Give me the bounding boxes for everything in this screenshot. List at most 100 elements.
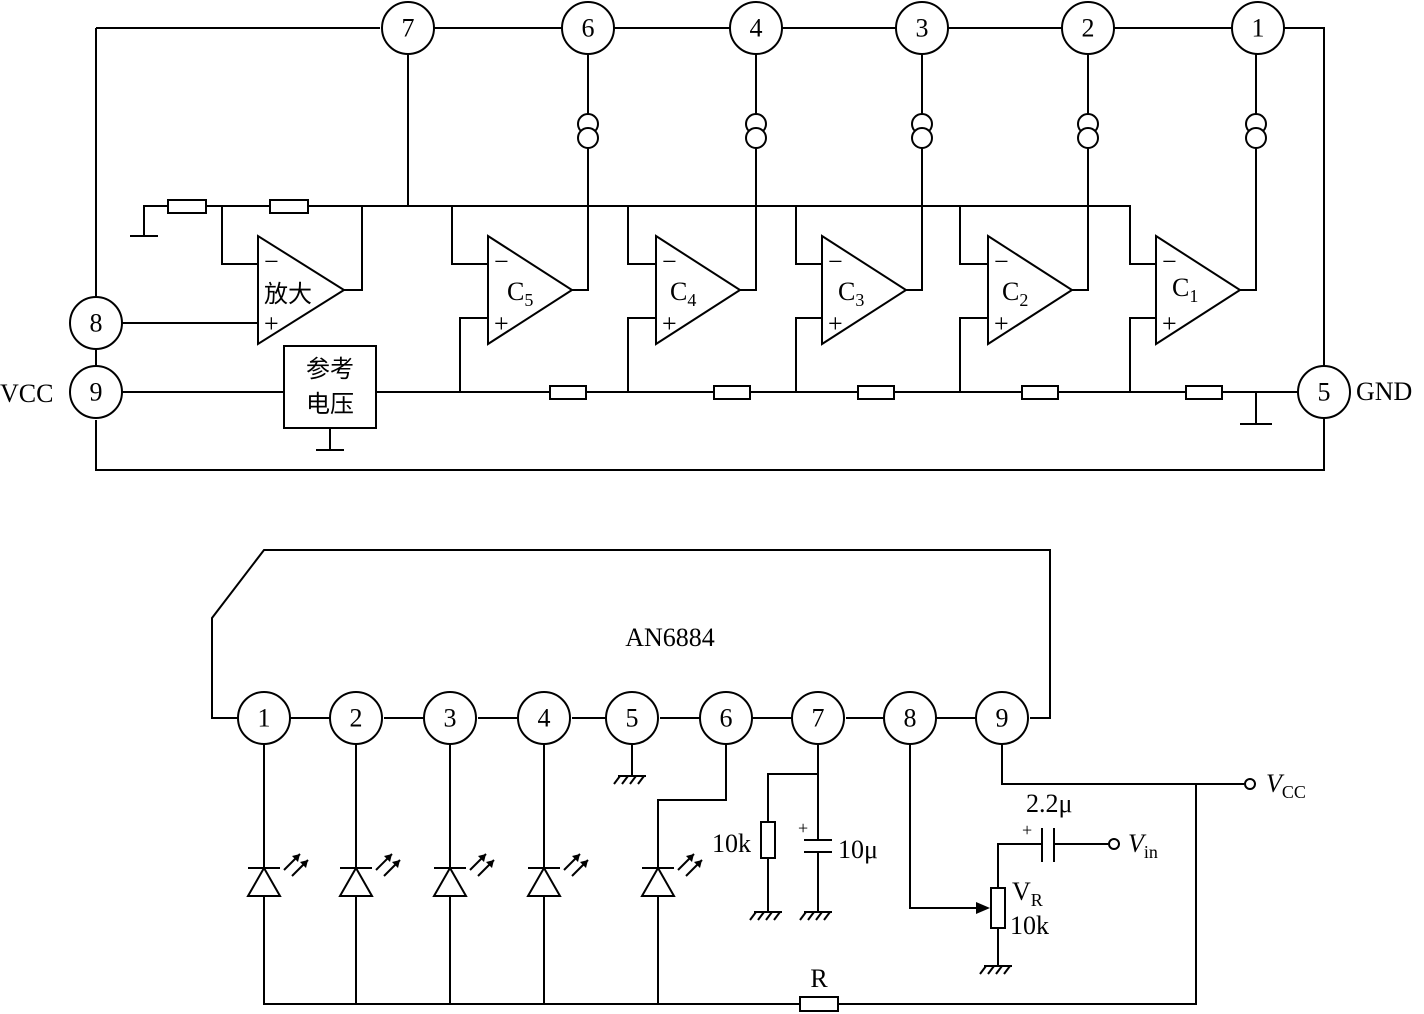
pin-4 bbox=[729, 1, 783, 55]
left-vcc-wire bbox=[95, 28, 1325, 471]
c1-plus: + bbox=[1162, 309, 1177, 338]
vr-label: VR bbox=[1012, 877, 1043, 910]
svg-text:6: 6 bbox=[720, 704, 733, 733]
c2-label: C2 bbox=[1002, 277, 1028, 310]
resistor-10k-label: 10k bbox=[712, 829, 751, 858]
c4-minus: − bbox=[662, 247, 677, 276]
svg-text:5: 5 bbox=[1318, 378, 1331, 407]
pin-1 bbox=[1231, 1, 1285, 55]
ladder-resistor-3 bbox=[857, 385, 895, 400]
comparator-c3: − + C3 bbox=[821, 234, 908, 346]
vcc-terminal-label: VCC bbox=[1266, 769, 1306, 802]
vin-terminal bbox=[1108, 838, 1120, 850]
chip-pin-3 bbox=[423, 691, 477, 745]
chip-pin-6 bbox=[699, 691, 753, 745]
chip-name: AN6884 bbox=[625, 623, 715, 652]
ref-label-1: 参考 bbox=[306, 355, 354, 383]
vcc-terminal bbox=[1244, 778, 1256, 790]
c1-label: C1 bbox=[1172, 273, 1198, 306]
chip-outline bbox=[211, 549, 1051, 719]
pot-wires bbox=[979, 843, 1042, 975]
application-circuit: AN6884 R bbox=[211, 549, 1306, 1012]
chip-pin-9 bbox=[975, 691, 1029, 745]
c1-minus: − bbox=[1162, 247, 1177, 276]
led-2-icon bbox=[338, 853, 401, 897]
internal-block-diagram: 参考 电压 − + 放大 − + C5 − + C4 bbox=[0, 1, 1412, 471]
pin-8 bbox=[69, 296, 123, 350]
capacitor-10u-icon bbox=[804, 839, 832, 853]
chip-pin-8 bbox=[883, 691, 937, 745]
led-icons bbox=[246, 853, 703, 897]
svg-text:6: 6 bbox=[582, 14, 595, 43]
svg-text:9: 9 bbox=[90, 378, 103, 407]
comparator-c5-triangle bbox=[487, 234, 574, 346]
vr-value-label: 10k bbox=[1010, 911, 1049, 940]
ladder-resistor-5 bbox=[1185, 385, 1223, 400]
pin5-ground-icon bbox=[613, 744, 646, 785]
chip-pin-1 bbox=[237, 691, 291, 745]
comparator-c4-triangle bbox=[655, 234, 742, 346]
svg-text:9: 9 bbox=[996, 704, 1009, 733]
led-1-icon bbox=[246, 853, 309, 897]
input-resistor bbox=[167, 199, 207, 214]
c5-minus: − bbox=[494, 247, 509, 276]
capacitor-22u-label: 2.2μ bbox=[1026, 789, 1072, 818]
comparator-c1-triangle bbox=[1155, 234, 1242, 346]
gnd-label: GND bbox=[1356, 377, 1412, 406]
pin7-rc-wires bbox=[767, 744, 819, 912]
vcc-label: VCC bbox=[0, 379, 53, 408]
pin-6 bbox=[561, 1, 615, 55]
comparator-c2: − + C2 bbox=[987, 234, 1074, 346]
svg-text:5: 5 bbox=[626, 704, 639, 733]
pin-7 bbox=[381, 1, 435, 55]
resistor-10k bbox=[760, 821, 776, 859]
output-wires bbox=[572, 54, 1257, 291]
led-5-icon bbox=[640, 853, 703, 897]
svg-text:3: 3 bbox=[916, 14, 929, 43]
ladder-resistor-2 bbox=[713, 385, 751, 400]
resistor-r bbox=[799, 996, 839, 1012]
svg-text:7: 7 bbox=[812, 704, 825, 733]
c2-minus: − bbox=[994, 247, 1009, 276]
svg-text:3: 3 bbox=[444, 704, 457, 733]
comparator-c2-triangle bbox=[987, 234, 1074, 346]
current-source-icons bbox=[577, 113, 1267, 149]
comparator-c1: − + C1 bbox=[1155, 234, 1242, 346]
c4-label: C4 bbox=[670, 277, 696, 310]
capacitor-22u-plus: + bbox=[1022, 820, 1032, 840]
c5-plus: + bbox=[494, 309, 509, 338]
c3-plus: + bbox=[828, 309, 843, 338]
amplifier-triangle bbox=[257, 234, 346, 346]
svg-text:7: 7 bbox=[402, 14, 415, 43]
resistor-r-label: R bbox=[810, 964, 828, 993]
vin-label: Vin bbox=[1128, 829, 1158, 862]
potentiometer-vr bbox=[990, 887, 1006, 929]
pin-2 bbox=[1061, 1, 1115, 55]
pin-5 bbox=[1297, 365, 1351, 419]
amp-feedback-wire bbox=[143, 205, 1156, 265]
ladder-resistor-1 bbox=[549, 385, 587, 400]
svg-text:8: 8 bbox=[904, 704, 917, 733]
chip-pin-2 bbox=[329, 691, 383, 745]
amp-output-wire bbox=[344, 206, 363, 291]
rc-ground-icons bbox=[749, 911, 832, 921]
c4-plus: + bbox=[662, 309, 677, 338]
svg-text:2: 2 bbox=[1082, 14, 1095, 43]
top-pins: 7 6 4 3 2 1 8 9 5 bbox=[69, 1, 1351, 419]
c3-minus: − bbox=[828, 247, 843, 276]
wiper-arrow-icon bbox=[976, 902, 990, 914]
c3-label: C3 bbox=[838, 277, 864, 310]
ladder-resistor-4 bbox=[1021, 385, 1059, 400]
ladder-ground-icon bbox=[1240, 392, 1272, 425]
svg-text:2: 2 bbox=[350, 704, 363, 733]
pin9-vcc-wire bbox=[1001, 744, 1244, 785]
ref-label-2: 电压 bbox=[306, 390, 354, 418]
feedback-resistor bbox=[269, 199, 309, 214]
led-3-icon bbox=[432, 853, 495, 897]
amp-minus-wire bbox=[221, 206, 258, 265]
capacitor-10u-label: 10μ bbox=[838, 835, 878, 864]
amp-minus-sign: − bbox=[264, 247, 279, 276]
pin-9 bbox=[69, 365, 123, 419]
top-bus-wire bbox=[96, 27, 1325, 366]
